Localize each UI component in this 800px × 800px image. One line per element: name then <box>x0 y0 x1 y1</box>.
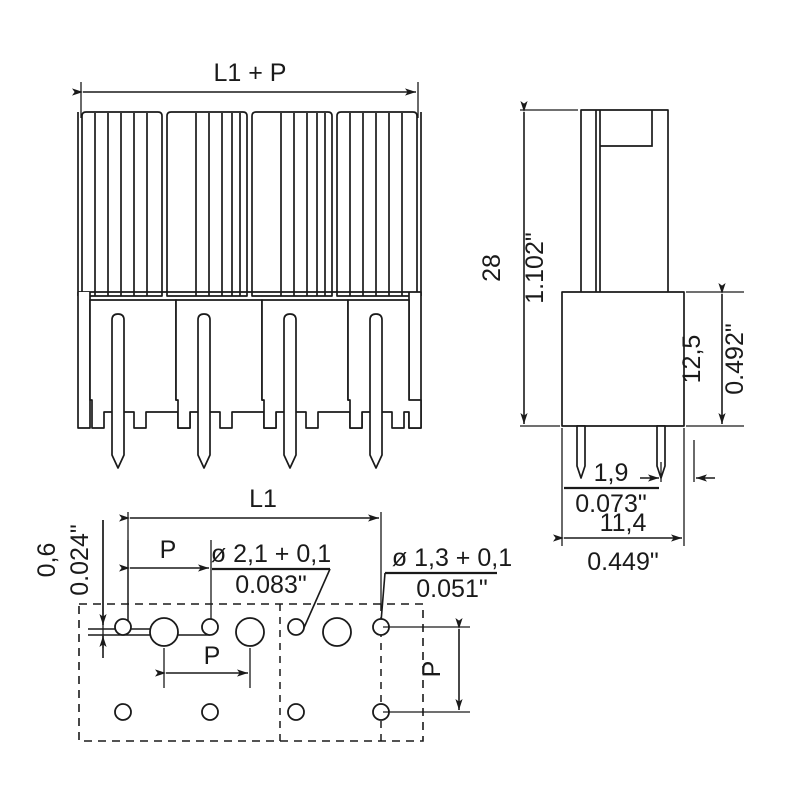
side-view: 28 1.102" 12,5 0.492" 1,9 0.073" 11,4 <box>478 101 749 576</box>
footprint-holes-top-row <box>114 617 390 647</box>
side-view-pin-width-in: 0.073" <box>575 490 646 518</box>
footprint-hole-small <box>287 703 305 721</box>
footprint-small-hole-mm: ø 1,3 + 0,1 <box>392 544 512 572</box>
footprint-pitch-label-row: P <box>204 642 221 670</box>
footprint-hole-large <box>235 617 265 647</box>
side-view-body-height-in: 0.492" <box>721 323 749 394</box>
footprint-hole-large <box>322 617 352 647</box>
footprint-pitch-label-vertical: P <box>418 661 446 678</box>
side-view-pin-width-mm: 1,9 <box>594 459 629 487</box>
footprint-large-hole-callout: ø 2,1 + 0,1 0.083" <box>211 540 331 631</box>
side-view-body-width-mm: 11,4 <box>600 509 647 537</box>
footprint-large-hole-mm: ø 2,1 + 0,1 <box>211 540 331 568</box>
side-view-body-height-dimension: 12,5 0.492" <box>678 283 749 427</box>
footprint-hole-small <box>201 618 219 636</box>
footprint-pitch-label-top: P <box>160 536 177 564</box>
side-view-body-width-dimension: 11,4 0.449" <box>553 428 685 576</box>
footprint-hole-small <box>114 703 132 721</box>
front-view-overall-dimension <box>72 82 419 118</box>
side-view-body-width-in: 0.449" <box>587 548 658 576</box>
footprint-hole-small <box>287 618 305 636</box>
side-view-pin-dimension: 1,9 0.073" <box>564 440 715 518</box>
footprint-hole-large <box>149 617 179 647</box>
footprint-large-hole-in: 0.083" <box>235 571 306 599</box>
side-view-height-in: 1.102" <box>521 232 549 303</box>
front-view: L1 + P <box>72 59 422 469</box>
front-view-overall-dim-label: L1 + P <box>214 59 287 87</box>
footprint-hole-small <box>201 703 219 721</box>
front-view-housing-lower <box>77 291 422 469</box>
footprint-pitch-dimension-top: P <box>119 536 212 628</box>
footprint-outline <box>78 603 424 742</box>
footprint-pitch-dimension-vertical: P <box>383 618 470 713</box>
footprint-pitch-dimension-row: P <box>155 642 251 688</box>
footprint-small-hole-in: 0.051" <box>416 575 487 603</box>
footprint-hole-small <box>114 618 132 636</box>
front-view-comb-body <box>77 111 422 297</box>
footprint-offset-in: 0.024" <box>66 524 94 595</box>
side-view-body-height-mm: 12,5 <box>678 335 706 384</box>
pcb-footprint-view: L1 P 0,6 0.024" ø 2,1 + 0,1 0.083" <box>33 485 512 742</box>
footprint-small-hole-callout: ø 1,3 + 0,1 0.051" <box>380 544 512 623</box>
footprint-offset-dimension: 0,6 0.024" <box>33 520 210 658</box>
footprint-holes-bottom-row <box>114 703 390 721</box>
side-view-height-mm: 28 <box>478 254 506 282</box>
side-view-height-dimension: 28 1.102" <box>478 101 578 427</box>
footprint-offset-mm: 0,6 <box>33 543 61 578</box>
footprint-overall-label: L1 <box>249 485 277 513</box>
